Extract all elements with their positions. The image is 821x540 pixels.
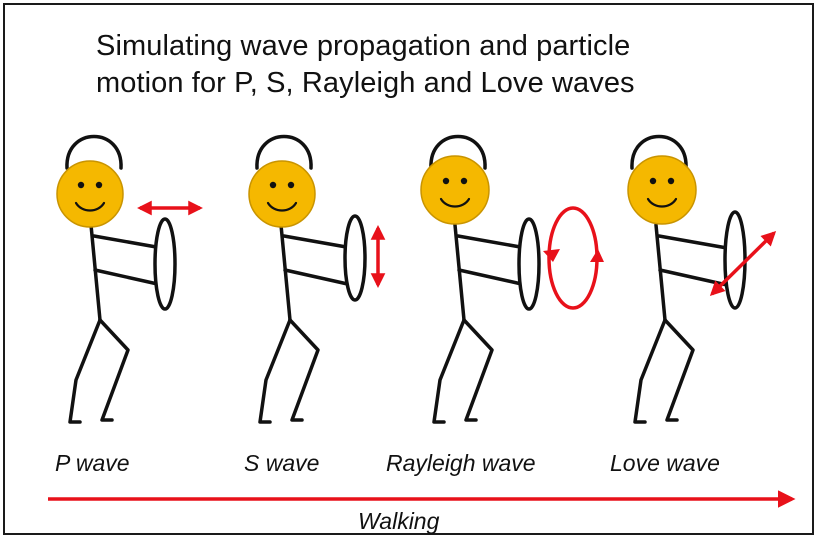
arm-upper (92, 234, 164, 250)
smiley-face-icon (248, 160, 316, 228)
arm-lower (457, 268, 528, 287)
walking-label: Walking (358, 508, 440, 534)
figure-p-wave (56, 134, 203, 424)
leg-front (288, 318, 320, 422)
sign-disc (153, 217, 177, 311)
label-p-wave: P wave (55, 450, 130, 476)
body (89, 223, 102, 322)
figure-s-wave (248, 134, 386, 424)
stick-figure (429, 134, 528, 424)
body (453, 223, 466, 322)
label-love-wave: Love wave (610, 450, 720, 476)
arm-lower (93, 268, 164, 287)
smiley-face-icon (56, 160, 124, 228)
elliptical-loop-icon (543, 206, 604, 310)
diagram-title-line-1: Simulating wave propagation and particle (96, 30, 631, 62)
body (279, 223, 292, 322)
leg-back (633, 318, 667, 424)
figure-love-wave (627, 134, 777, 424)
diagram-title-line-2: motion for P, S, Rayleigh and Love waves (96, 67, 635, 99)
leg-front (98, 318, 130, 422)
label-rayleigh-wave: Rayleigh wave (386, 450, 536, 476)
leg-back (68, 318, 102, 424)
leg-back (432, 318, 466, 424)
figure-rayleigh-wave (420, 134, 604, 424)
diagonal-double-arrow-icon (709, 230, 777, 297)
headphones (429, 134, 487, 170)
sign-disc (343, 214, 367, 302)
leg-front (462, 318, 494, 422)
stick-figure (255, 134, 354, 424)
body (654, 223, 667, 322)
headphones (65, 134, 123, 170)
arm-upper (282, 234, 354, 250)
headphones (255, 134, 313, 170)
sign-disc (723, 210, 747, 310)
stick-figure (65, 134, 164, 424)
leg-back (258, 318, 292, 424)
arm-lower (283, 268, 354, 287)
leg-front (663, 318, 695, 422)
arm-upper (657, 234, 729, 250)
headphones (630, 134, 688, 170)
smiley-face-icon (420, 155, 490, 225)
diagram-border (3, 3, 814, 535)
arm-upper (456, 234, 528, 250)
smiley-face-icon (627, 155, 697, 225)
label-s-wave: S wave (244, 450, 320, 476)
sign-disc (517, 217, 541, 311)
arm-lower (658, 268, 729, 287)
